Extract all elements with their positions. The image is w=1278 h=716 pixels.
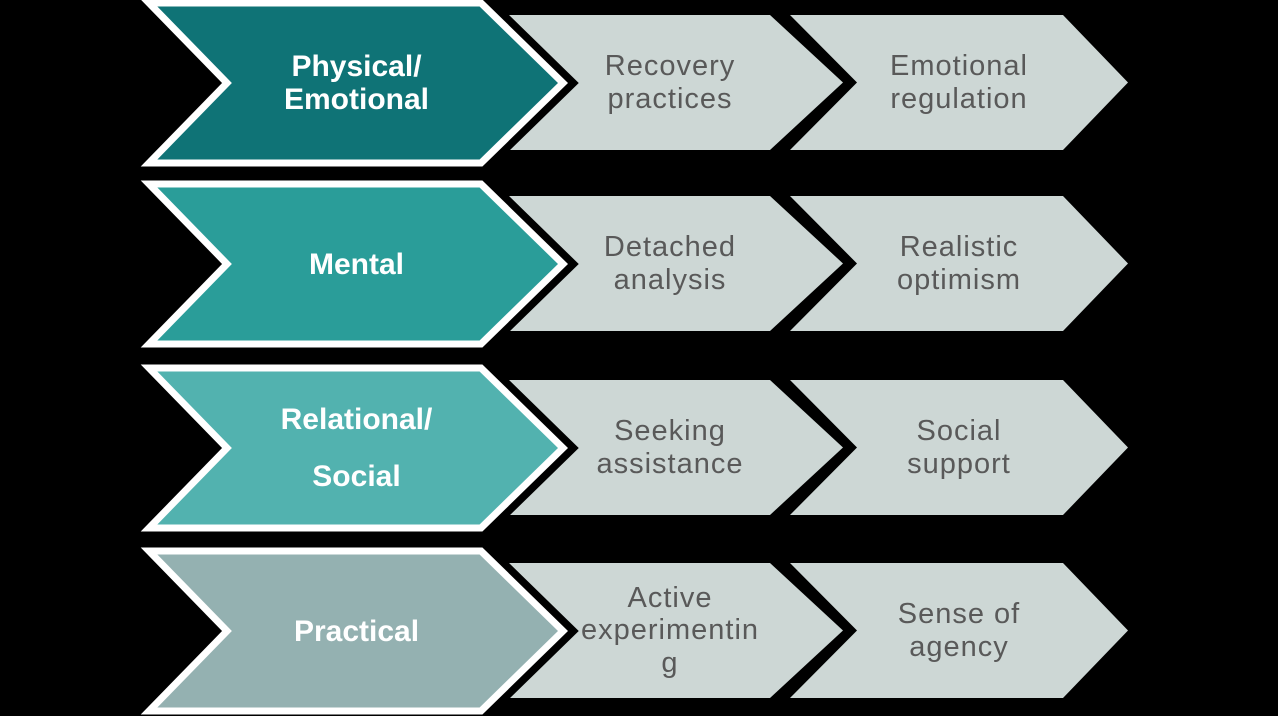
step-chevron-shape — [497, 196, 843, 331]
stage-arrow-relational-social: Relational/ Social — [122, 357, 579, 539]
stage-arrow-shape — [140, 180, 569, 348]
step-chevron-shape — [497, 563, 843, 698]
stage-arrow-practical: Practical — [122, 540, 579, 716]
step-chevron-emotional-regulation: Emotional regulation — [790, 15, 1128, 150]
process-row-relational-social: Seeking assistance Social support Relati… — [0, 357, 1278, 539]
step-chevron-shape — [790, 563, 1128, 698]
stage-arrow-shape — [140, 547, 569, 715]
stage-arrow-shape — [140, 0, 569, 167]
step-chevron-realistic-optimism: Realistic optimism — [790, 196, 1128, 331]
step-chevron-shape — [497, 380, 843, 515]
process-row-mental: Detached analysis Realistic optimism Men… — [0, 173, 1278, 355]
step-chevron-sense-of-agency: Sense of agency — [790, 563, 1128, 698]
step-chevron-shape — [790, 380, 1128, 515]
step-chevron-shape — [497, 15, 843, 150]
stage-arrow-mental: Mental — [122, 173, 579, 355]
stage-arrow-physical-emotional: Physical/ Emotional — [122, 0, 579, 174]
step-chevron-shape — [790, 15, 1128, 150]
process-row-physical-emotional: Recovery practices Emotional regulation … — [0, 0, 1278, 174]
process-row-practical: Active experimentin g Sense of agency Pr… — [0, 540, 1278, 716]
step-chevron-social-support: Social support — [790, 380, 1128, 515]
step-chevron-shape — [790, 196, 1128, 331]
stage-arrow-shape — [140, 364, 569, 532]
